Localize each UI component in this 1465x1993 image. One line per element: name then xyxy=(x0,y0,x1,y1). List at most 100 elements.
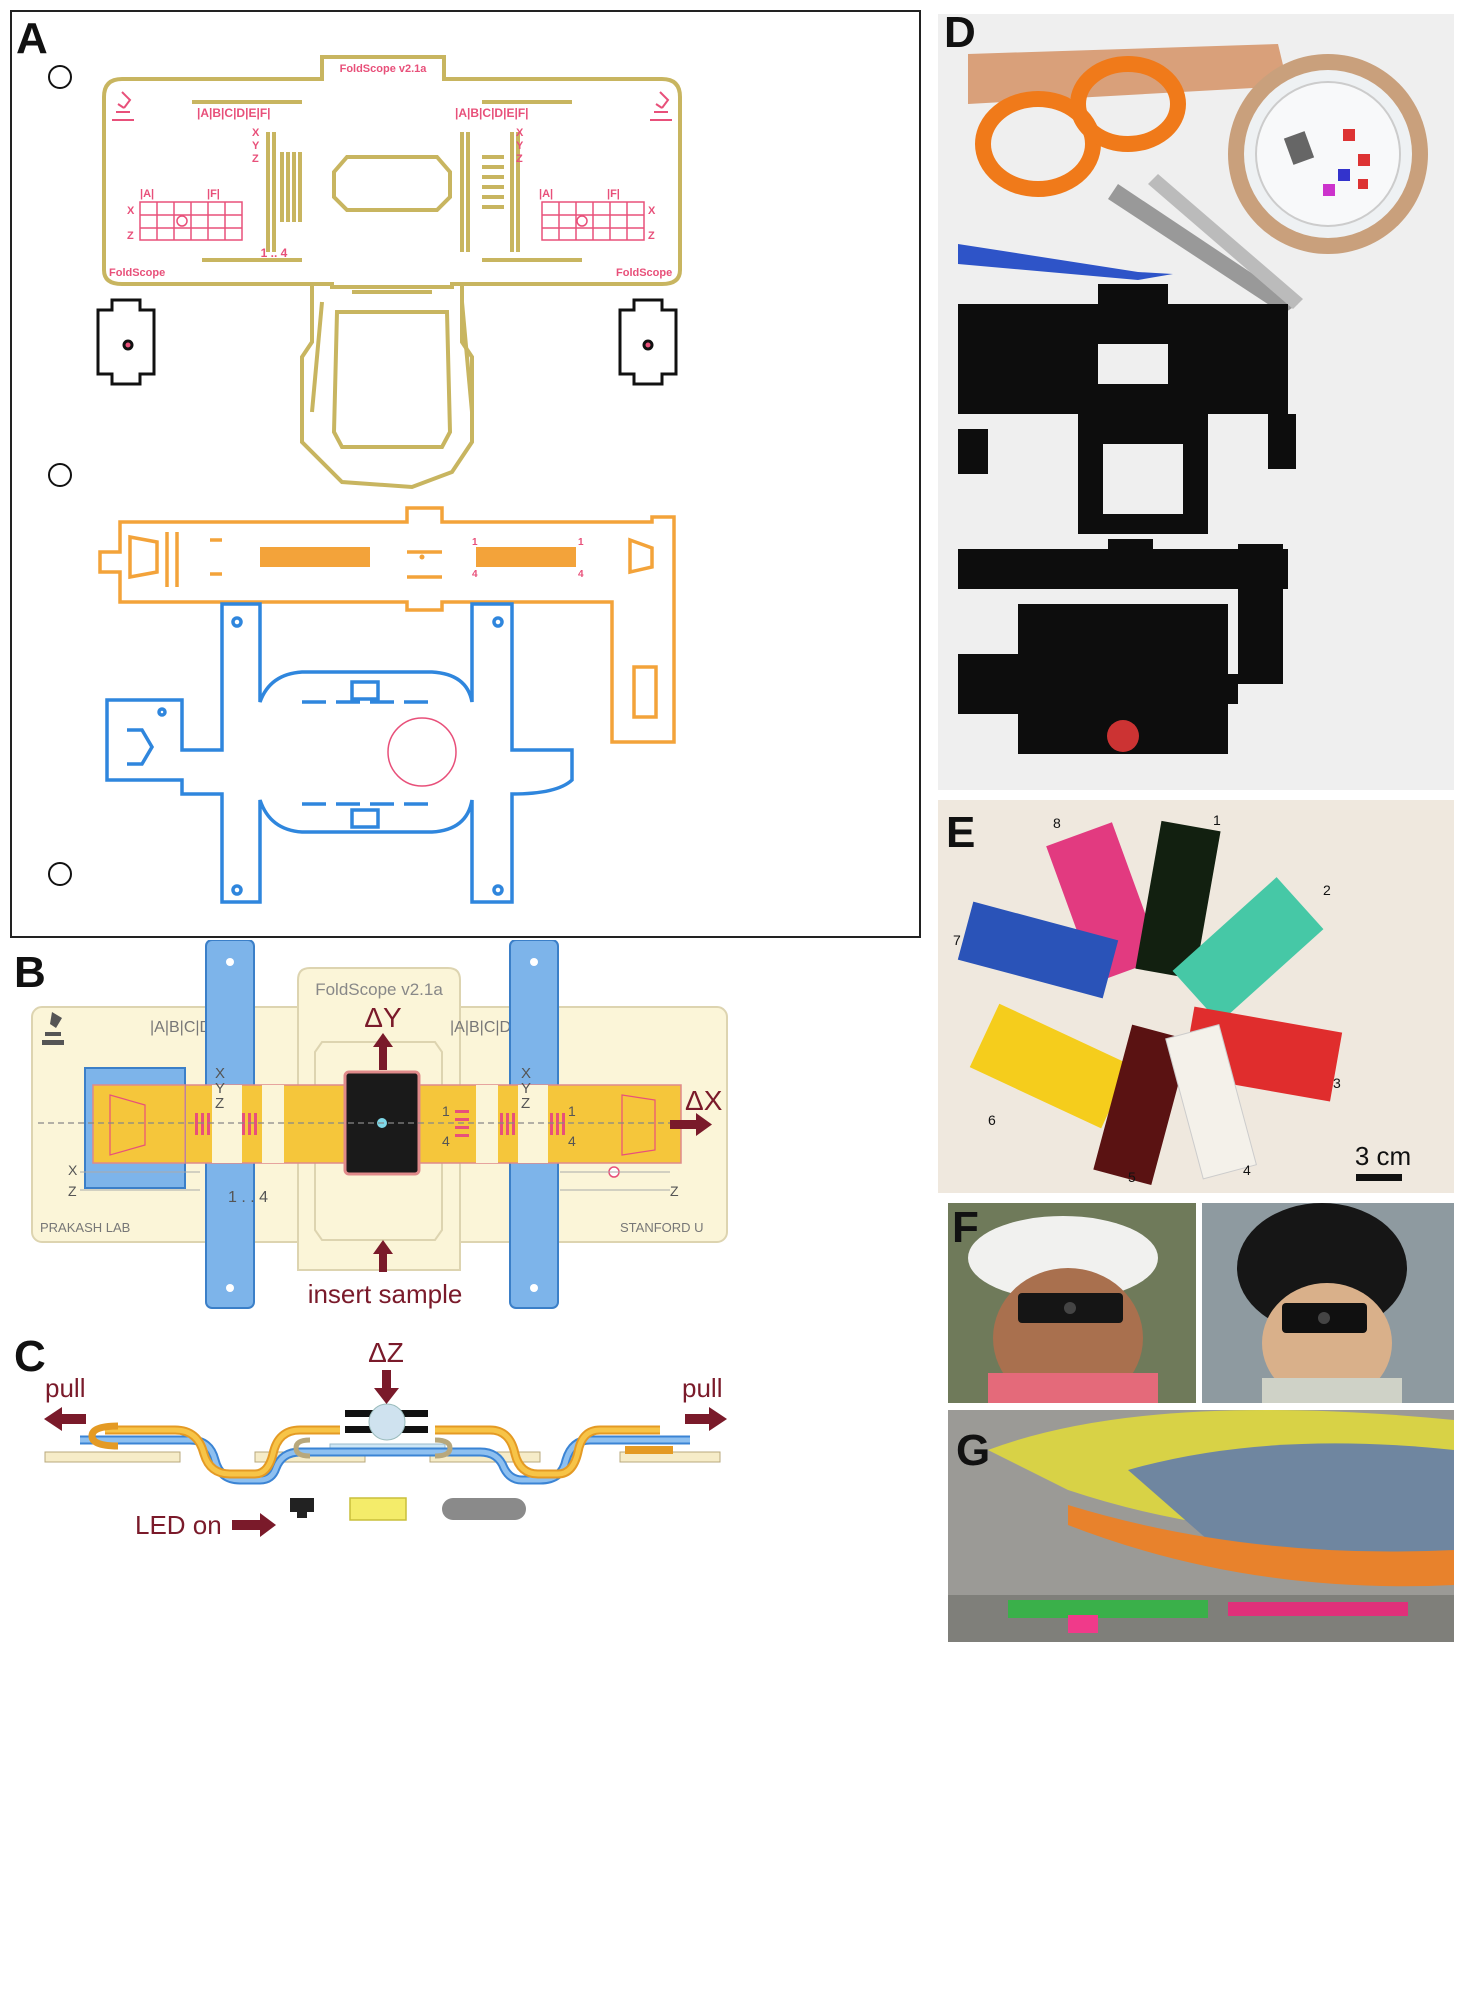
orange-slider-ticks xyxy=(260,547,576,567)
registration-hole-mid xyxy=(48,463,72,487)
battery xyxy=(442,1498,526,1520)
slider-marker-1-right: 1 xyxy=(578,537,584,548)
microscope-logo-icon-right xyxy=(650,91,672,121)
panel-c-drawing: ΔZ pull pull LED on xyxy=(44,1337,727,1540)
panel-f-right-drawing xyxy=(1202,1203,1454,1403)
scope-number-7: 7 xyxy=(953,932,961,948)
b-grid-z-right: Z xyxy=(670,1183,679,1199)
panel-label-b: B xyxy=(14,948,46,997)
grid-right-z: Z xyxy=(648,230,655,242)
left-grid xyxy=(139,201,243,241)
range-label: 1 .. 4 xyxy=(261,246,288,260)
grid-left-f: |F| xyxy=(207,188,220,200)
lab-left: PRAKASH LAB xyxy=(40,1220,130,1235)
diffuser xyxy=(349,1497,407,1521)
pull-left-label: pull xyxy=(45,1373,85,1403)
xyz-z-left: Z xyxy=(252,153,259,165)
panel-label-g: G xyxy=(956,1426,991,1475)
gold-stage-piece xyxy=(102,55,682,490)
xyz-x-right: X xyxy=(516,127,524,139)
white-scope xyxy=(1165,1024,1258,1180)
scope-number-5: 5 xyxy=(1128,1169,1136,1185)
b-marker-1: 1 xyxy=(442,1103,450,1119)
panel-f-left-drawing xyxy=(948,1203,1196,1403)
letters-right: |A|B|C|D|E|F| xyxy=(455,106,529,120)
panel-e-drawing: 1 2 3 4 5 6 7 8 3 cm xyxy=(938,800,1454,1193)
b-xyz-z-right: Z xyxy=(521,1095,530,1112)
panel-g-drawing xyxy=(948,1410,1454,1642)
grid-left-a: |A| xyxy=(140,188,154,200)
glowing-scope xyxy=(1172,877,1324,1023)
dz-arrow-icon xyxy=(374,1370,399,1404)
panel-label-a: A xyxy=(16,14,48,63)
xyz-x-left: X xyxy=(252,127,260,139)
dx-label: ΔX xyxy=(685,1085,723,1116)
pull-right-label: pull xyxy=(682,1373,722,1403)
scope-number-2: 2 xyxy=(1323,882,1331,898)
sheet-title-b: FoldScope v2.1a xyxy=(315,980,443,999)
brand-left: FoldScope xyxy=(109,267,165,279)
grid-right-x: X xyxy=(648,205,656,217)
b-xyz-x-left: X xyxy=(215,1065,225,1082)
scale-label: 3 cm xyxy=(1355,1141,1411,1171)
panel-c: ΔZ pull pull LED on C xyxy=(10,1332,921,1642)
grid-right-f: |F| xyxy=(607,188,620,200)
b-xyz-x-right: X xyxy=(521,1065,531,1082)
b-marker-4-right: 4 xyxy=(568,1133,576,1149)
b-marker-4: 4 xyxy=(442,1133,450,1149)
b-grid-z: Z xyxy=(68,1183,77,1199)
led xyxy=(290,1498,314,1512)
slider-marker-4-left: 4 xyxy=(472,569,478,580)
panel-f-photo-right xyxy=(1202,1203,1454,1403)
led-label: LED on xyxy=(135,1510,222,1540)
registration-hole-bottom xyxy=(48,862,72,886)
panel-d-drawing xyxy=(938,14,1454,790)
ball-lens xyxy=(368,1403,406,1441)
xyz-y-left: Y xyxy=(252,140,260,152)
xyz-y-right: Y xyxy=(516,140,524,152)
panel-b: FoldScope v2.1a |A|B|C|D|E|F| |A|B|C|D|E… xyxy=(10,939,921,1320)
right-grid xyxy=(541,201,645,241)
panel-a-drawing: FoldScope v2.1a |A|B|C|D|E|F| |A|B|C|D|E… xyxy=(48,55,682,904)
green-dotted-scope xyxy=(1135,820,1221,980)
pull-left-arrow-icon xyxy=(44,1407,86,1431)
b-xyz-z-left: Z xyxy=(215,1095,224,1112)
registration-hole-top xyxy=(48,65,72,89)
panel-label-c: C xyxy=(14,1332,46,1381)
brand-right: FoldScope xyxy=(616,267,672,279)
dz-label: ΔZ xyxy=(368,1337,404,1368)
dy-label: ΔY xyxy=(364,1002,402,1033)
scope-number-4: 4 xyxy=(1243,1162,1251,1178)
panel-g-photo: G xyxy=(948,1410,1454,1642)
letters-left: |A|B|C|D|E|F| xyxy=(197,106,271,120)
grid-left-x: X xyxy=(127,205,135,217)
panel-a: FoldScope v2.1a |A|B|C|D|E|F| |A|B|C|D|E… xyxy=(10,10,921,938)
panel-f-photo-left: F xyxy=(948,1203,1196,1403)
right-led-clip xyxy=(618,298,678,386)
yellow-scope xyxy=(969,1003,1131,1129)
pink-scope xyxy=(1046,822,1162,983)
xyz-z-right: Z xyxy=(516,153,523,165)
panel-e-photo: 1 2 3 4 5 6 7 8 3 cm E xyxy=(938,800,1454,1193)
b-xyz-y-left: Y xyxy=(215,1080,225,1097)
slider-marker-1-left: 1 xyxy=(472,537,478,548)
b-marker-1-right: 1 xyxy=(568,1103,576,1119)
b-range: 1 . . 4 xyxy=(228,1189,268,1206)
lens-circle xyxy=(387,717,457,787)
slider-marker-4-right: 4 xyxy=(578,569,584,580)
b-grid-x: X xyxy=(68,1162,78,1178)
dx-arrow-icon xyxy=(670,1113,712,1136)
pull-right-arrow-icon xyxy=(685,1407,727,1431)
sheet-title: FoldScope v2.1a xyxy=(340,63,428,75)
panel-label-d: D xyxy=(944,14,976,57)
scope-number-3: 3 xyxy=(1333,1075,1341,1091)
panel-label-e: E xyxy=(946,808,976,857)
microscope-logo-icon xyxy=(112,91,134,121)
scale-bar xyxy=(1356,1174,1402,1181)
lab-right: STANFORD U xyxy=(620,1220,704,1235)
insert-label: insert sample xyxy=(308,1279,463,1309)
blue-scope xyxy=(957,901,1119,999)
led-arrow-icon xyxy=(232,1513,276,1537)
grid-left-z: Z xyxy=(127,230,134,242)
microscope-logo-icon-b xyxy=(42,1012,64,1045)
